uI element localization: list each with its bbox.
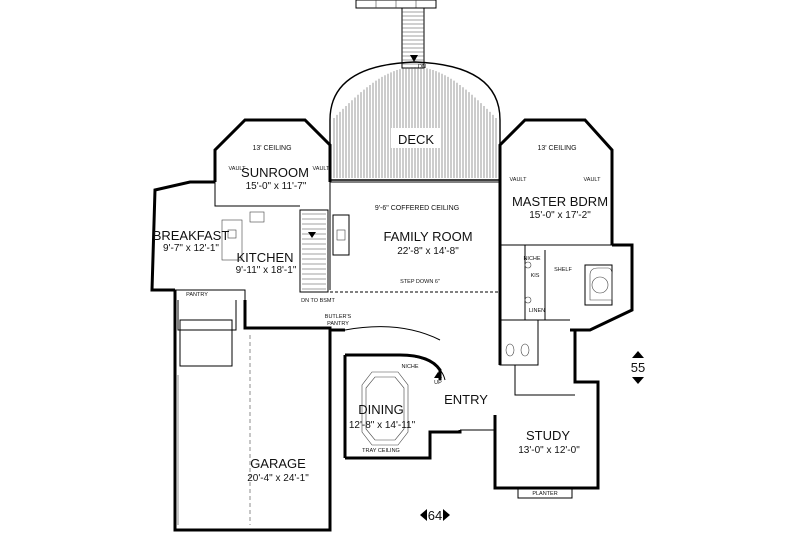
study-label: STUDY xyxy=(526,428,570,443)
deck-stair-dn-label: DN xyxy=(418,64,426,70)
garage-label: GARAGE xyxy=(250,456,306,471)
room-labels: 13' CEILING VAULT VAULT SUNROOM 15'-0" x… xyxy=(153,145,608,497)
width-dimension: 64 xyxy=(428,508,442,523)
deck-area: DECK DN xyxy=(329,0,501,181)
kis-label: KIS xyxy=(531,273,540,279)
breakfast-label: BREAKFAST xyxy=(153,228,230,243)
master-dims: 15'-0" x 17'-2" xyxy=(529,210,591,221)
master-vault-right: VAULT xyxy=(584,177,602,183)
sunroom-label: SUNROOM xyxy=(241,165,309,180)
study-dims: 13'-0" x 12'-0" xyxy=(518,445,580,456)
kitchen-label: KITCHEN xyxy=(236,250,293,265)
dining-dims: 12'-8" x 14'-11" xyxy=(349,420,416,431)
master-vault-left: VAULT xyxy=(510,177,528,183)
planter-label: PLANTER xyxy=(532,491,557,497)
overall-dimensions: 64 55 xyxy=(420,351,645,523)
width-arrow-right xyxy=(443,509,450,521)
depth-dimension: 55 xyxy=(631,360,645,375)
kitchen-dims: 9'-11" x 18'-1" xyxy=(236,265,297,276)
dining-label: DINING xyxy=(358,402,404,417)
master-label: MASTER BDRM xyxy=(512,194,608,209)
fixtures xyxy=(177,211,613,525)
family-room-step: STEP DOWN 6" xyxy=(400,279,440,285)
shelf-label: SHELF xyxy=(554,267,572,273)
sunroom-dims: 15'-0" x 11'-7" xyxy=(246,181,307,192)
sunroom-ceiling: 13' CEILING xyxy=(252,145,291,152)
sunroom-vault-right: VAULT xyxy=(313,166,331,172)
linen-label: LINEN xyxy=(529,308,545,314)
entry-up-label: UP xyxy=(434,380,442,386)
breakfast-dims: 9'-7" x 12'-1" xyxy=(163,243,219,254)
butlers-pantry-line1: BUTLER'S xyxy=(325,314,352,320)
entry-label: ENTRY xyxy=(444,392,488,407)
niche-label-master: NICHE xyxy=(523,256,540,262)
family-room-dims: 22'-8" x 14'-8" xyxy=(397,246,459,257)
dn-to-bsmt-label: DN TO BSMT xyxy=(301,298,335,304)
butlers-pantry-line2: PANTRY xyxy=(327,321,349,327)
niche-label-dining: NICHE xyxy=(401,364,418,370)
family-room-label: FAMILY ROOM xyxy=(383,229,472,244)
depth-arrow-up xyxy=(632,351,644,358)
exterior-walls xyxy=(150,118,634,532)
sunroom-vault-left: VAULT xyxy=(229,166,247,172)
pantry-label: PANTRY xyxy=(186,292,208,298)
family-room-ceiling: 9'-6" COFFERED CEILING xyxy=(375,205,459,212)
deck-label: DECK xyxy=(398,132,434,147)
master-ceiling: 13' CEILING xyxy=(537,145,576,152)
garage-dims: 20'-4" x 24'-1" xyxy=(247,473,309,484)
depth-arrow-down xyxy=(632,377,644,384)
width-arrow-left xyxy=(420,509,427,521)
dining-ceiling: TRAY CEILING xyxy=(362,448,400,454)
